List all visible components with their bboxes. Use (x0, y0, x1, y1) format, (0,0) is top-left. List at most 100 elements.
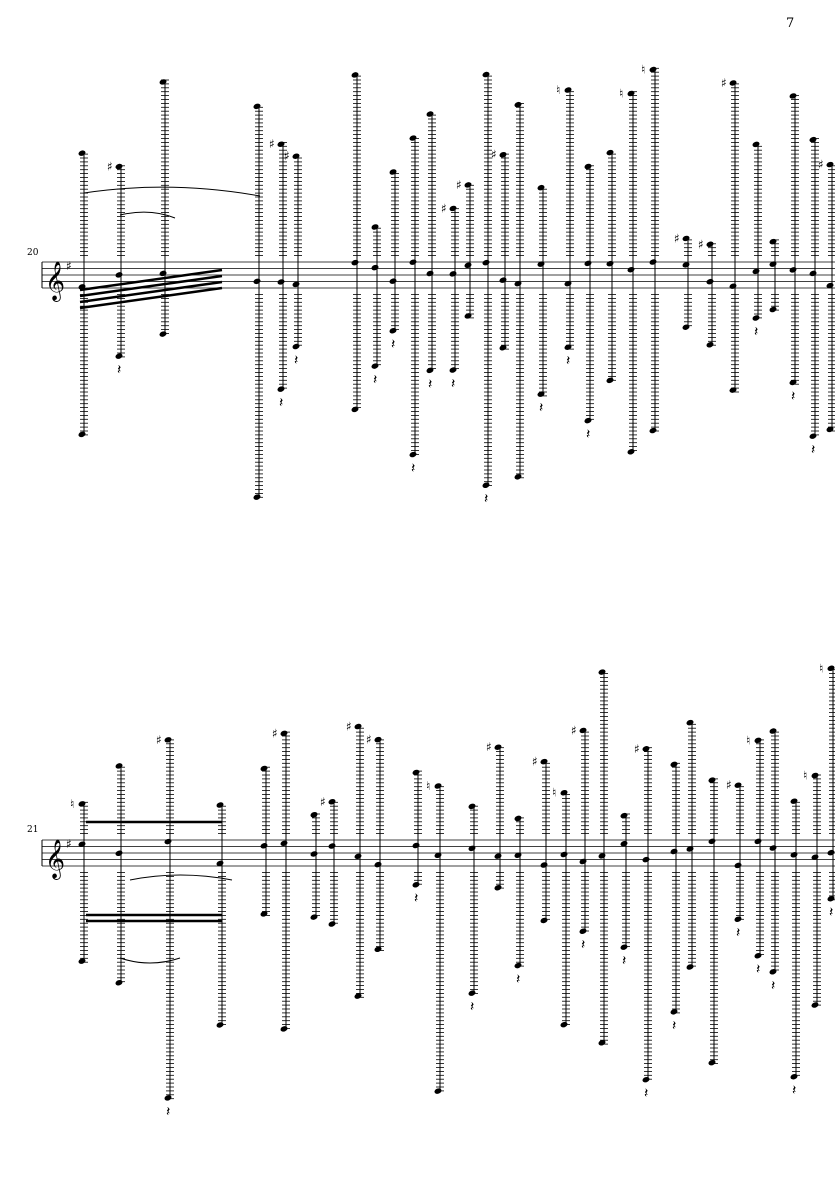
note-head (371, 224, 379, 230)
note-head (537, 261, 545, 267)
note-head (310, 851, 318, 857)
sharp-icon: ♯ (366, 733, 372, 747)
note-head (78, 284, 86, 290)
note-head (708, 777, 716, 783)
note-head (115, 979, 123, 986)
note-head (754, 737, 762, 744)
note-head (277, 386, 285, 392)
note-head (412, 769, 420, 776)
note-head (292, 153, 300, 159)
note-head (328, 843, 336, 849)
note-head (598, 1040, 606, 1046)
note-head (584, 260, 592, 267)
note-head (790, 1073, 798, 1080)
note-head (280, 1026, 288, 1032)
note-head (351, 259, 359, 266)
note-head (514, 474, 522, 480)
note-head (514, 852, 522, 858)
note-head (115, 272, 123, 278)
natural-icon: ♮ (819, 661, 823, 675)
quarter-rest-icon: 𝄽 (581, 937, 585, 953)
sharp-icon: ♯ (726, 778, 732, 792)
note-head (752, 141, 760, 148)
note-head (706, 278, 714, 285)
sharp-icon: ♯ (818, 158, 824, 172)
note-head (564, 280, 572, 287)
slur (119, 211, 176, 219)
note-head (449, 271, 457, 277)
note-head (682, 235, 690, 242)
note-head (769, 306, 777, 313)
note-head (260, 843, 268, 849)
note-head (426, 270, 434, 277)
note-head (789, 267, 797, 273)
note-head (686, 719, 694, 726)
note-head (260, 911, 268, 917)
note-head (494, 885, 502, 891)
sharp-icon: ♯ (698, 237, 704, 251)
note-head (328, 799, 336, 805)
note-head (642, 1076, 650, 1083)
natural-icon: ♮ (619, 86, 623, 100)
note-head (811, 854, 819, 860)
sharp-icon: ♯ (346, 720, 352, 734)
note-head (754, 952, 762, 959)
quarter-rest-icon: 𝄽 (791, 388, 795, 404)
natural-icon: ♮ (426, 779, 430, 793)
note-head (499, 344, 507, 351)
note-head (682, 262, 690, 268)
natural-icon: ♮ (803, 768, 807, 782)
quarter-rest-icon: 𝄽 (754, 324, 758, 340)
sharp-icon: ♯ (441, 201, 447, 215)
note-head (412, 842, 420, 849)
note-head (752, 315, 760, 321)
note-head (468, 803, 476, 810)
measure-number-21: 21 (27, 825, 39, 835)
note-head (216, 860, 224, 867)
note-head (292, 343, 300, 350)
note-head (277, 279, 285, 285)
quarter-rest-icon: 𝄽 (484, 491, 488, 507)
natural-icon: ♮ (746, 733, 750, 747)
note-head (769, 969, 777, 975)
system-1: 𝄞♯♯𝄽♯𝄽♯𝄽𝄽𝄽𝄽𝄽♯𝄽♯𝄽♯𝄽♮𝄽𝄽♮♮♯♯♯𝄽𝄽𝄽♯ (41, 63, 835, 507)
note-head (540, 758, 548, 765)
note-head (769, 845, 777, 851)
note-head (216, 1022, 224, 1028)
note-head (734, 782, 742, 788)
quarter-rest-icon: 𝄽 (829, 905, 833, 921)
note-head (620, 840, 628, 847)
note-head (642, 856, 650, 863)
sharp-icon: ♯ (320, 795, 326, 809)
note-head (537, 184, 545, 191)
note-head (434, 852, 442, 859)
treble-clef-icon: 𝄞 (45, 261, 65, 302)
note-head (752, 268, 760, 275)
note-head (627, 449, 635, 455)
quarter-rest-icon: 𝄽 (566, 353, 570, 369)
note-head (827, 849, 835, 856)
note-head (409, 259, 417, 265)
quarter-rest-icon: 𝄽 (470, 999, 474, 1015)
note-head (115, 353, 123, 359)
note-head (409, 135, 417, 141)
quarter-rest-icon: 𝄽 (411, 461, 415, 477)
note-head (310, 914, 318, 920)
note-head (494, 853, 502, 859)
note-head (649, 427, 657, 434)
note-head (826, 282, 834, 289)
quarter-rest-icon: 𝄽 (539, 400, 543, 416)
note-head (78, 841, 86, 847)
note-head (253, 103, 261, 110)
note-head (514, 962, 522, 969)
quarter-rest-icon: 𝄽 (756, 962, 760, 978)
note-head (811, 1002, 819, 1008)
note-head (482, 71, 490, 78)
quarter-rest-icon: 𝄽 (279, 395, 283, 411)
note-head (769, 238, 777, 245)
note-head (809, 136, 817, 143)
note-head (164, 1095, 172, 1101)
note-head (514, 280, 522, 287)
sharp-icon: ♯ (486, 740, 492, 754)
note-head (708, 838, 716, 845)
